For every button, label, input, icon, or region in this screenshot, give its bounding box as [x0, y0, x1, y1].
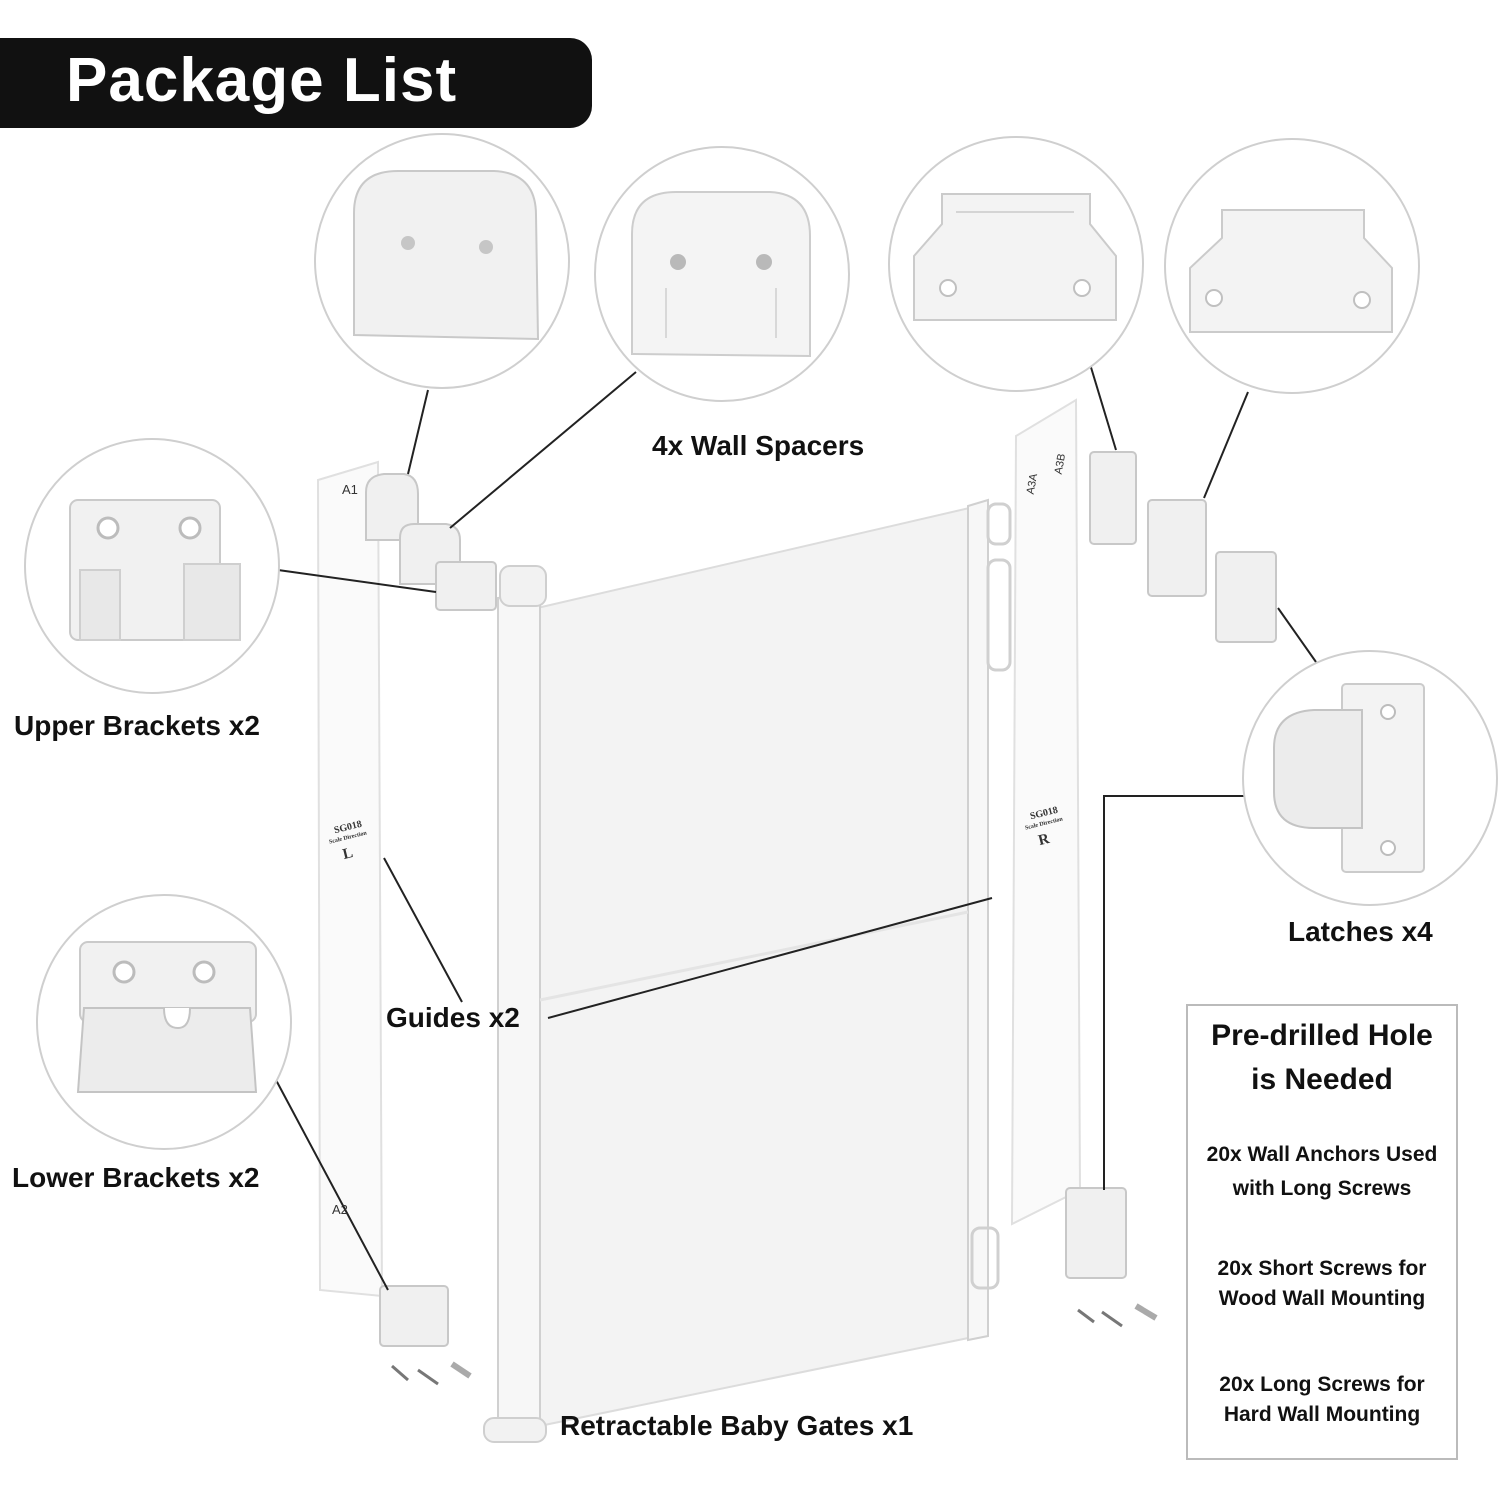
gate-bottom-handle	[970, 1226, 1000, 1290]
left-guide-marking: SG018 Scale Direction L	[318, 819, 378, 872]
gate-mesh-fold	[539, 910, 969, 1002]
wall-spacer-image-1	[353, 170, 540, 341]
hardware-box: Pre-drilled Hole is Needed 20x Wall Anch…	[1186, 1004, 1458, 1460]
anchors-line1: 20x Wall Anchors Used	[1206, 1143, 1438, 1166]
label-guides: Guides x2	[386, 1002, 520, 1033]
gate-roller-bottom	[483, 1417, 547, 1443]
gate-top-handle	[986, 502, 1012, 546]
lower-bracket-image	[76, 941, 258, 1093]
label-latches: Latches x4	[1288, 916, 1433, 947]
latch-plate-image-1	[913, 193, 1117, 321]
hardware-heading-line2: is Needed	[1251, 1063, 1393, 1096]
short-line1: 20x Short Screws for	[1217, 1257, 1427, 1280]
small-screws-right	[1077, 1303, 1158, 1328]
callout-lines	[275, 363, 1317, 1291]
long-line1: 20x Long Screws for	[1219, 1373, 1425, 1396]
left-guide-a1: A1	[342, 482, 358, 497]
upper-bracket-image	[69, 499, 241, 641]
right-guide-marking: SG018 Scale Direction R	[1014, 805, 1074, 858]
small-latch-2	[1065, 1187, 1127, 1279]
gate-mid-handle	[986, 558, 1012, 672]
anchors-caption: 20x Wall Anchors Used with Long Screws	[1188, 1140, 1456, 1204]
title-banner	[0, 38, 592, 128]
short-screws-caption: 20x Short Screws for Wood Wall Mounting	[1188, 1254, 1456, 1314]
label-gate: Retractable Baby Gates x1	[560, 1410, 914, 1441]
latch-circle	[1242, 650, 1498, 906]
small-spacer-upper	[365, 473, 419, 541]
small-lower-bracket	[379, 1285, 449, 1347]
wall-spacer-image-2	[631, 191, 811, 358]
gate-mesh-panel	[519, 504, 979, 1432]
page-title: Package List	[66, 46, 458, 115]
lower-bracket-circle	[36, 894, 292, 1150]
anchors-line2: with Long Screws	[1232, 1177, 1412, 1200]
latch-image	[1273, 683, 1425, 873]
hardware-heading-line1: Pre-drilled Hole	[1211, 1019, 1433, 1052]
latch-plate-circle-2	[1164, 138, 1420, 394]
short-line2: Wood Wall Mounting	[1218, 1287, 1426, 1310]
upper-bracket-circle	[24, 438, 280, 694]
label-wall-spacers: 4x Wall Spacers	[652, 430, 865, 461]
small-latch-plate-2	[1147, 499, 1207, 597]
left-guide-strip	[316, 460, 384, 1298]
wall-spacer-circle-2	[594, 146, 850, 402]
left-guide-a2: A2	[332, 1202, 348, 1217]
small-screws-left	[391, 1361, 472, 1386]
latch-plate-image-2	[1189, 209, 1393, 333]
latch-plate-circle-1	[888, 136, 1144, 392]
label-lower-brackets: Lower Brackets x2	[12, 1162, 260, 1193]
label-upper-brackets: Upper Brackets x2	[14, 710, 260, 741]
long-screws-caption: 20x Long Screws for Hard Wall Mounting	[1188, 1370, 1456, 1430]
small-latch-1	[1215, 551, 1277, 643]
gate-roller-cap	[499, 565, 547, 607]
gate-end-bar	[967, 498, 989, 1342]
wall-spacer-circle-1	[314, 133, 570, 389]
hardware-box-heading: Pre-drilled Hole is Needed	[1188, 1014, 1456, 1102]
long-line2: Hard Wall Mounting	[1223, 1403, 1421, 1426]
small-latch-plate-1	[1089, 451, 1137, 545]
small-upper-bracket	[435, 561, 497, 611]
